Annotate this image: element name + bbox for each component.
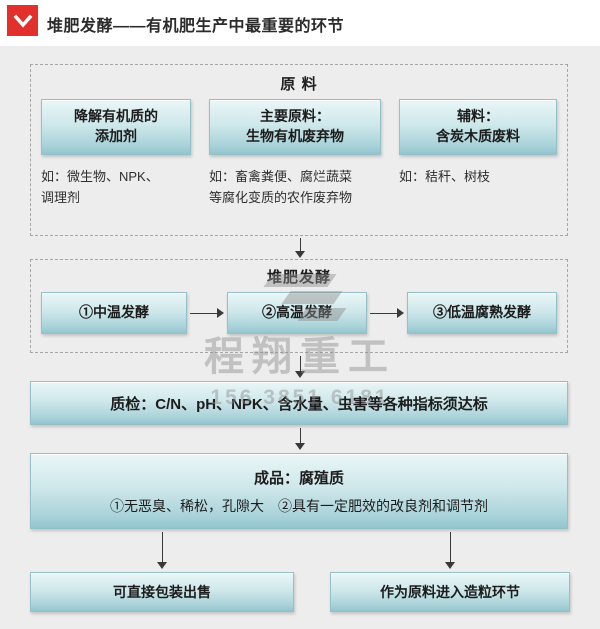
product-title: 成品：腐殖质 [253,469,344,487]
product-detail: ①无恶臭、稀松，孔隙大 ②具有一定肥效的改良剂和调节剂 [110,497,488,514]
raw-material-note: 如：畜禽粪便、腐烂蔬菜 等腐化变质的农作废弃物 [209,169,353,205]
raw-material-note: 如：秸秆、树枝 [399,169,491,184]
quality-check-label: 质检：C/N、pH、NPK、含水量、虫害等各种指标须达标 [110,395,488,413]
raw-material-box-main: 主要原料： 生物有机废弃物 [209,99,381,155]
output-box-direct-sale: 可直接包装出售 [30,572,294,612]
fermentation-step-high-temp: ②高温发酵 [227,292,367,334]
fermentation-step-medium-temp: ①中温发酵 [41,292,187,334]
raw-material-box-auxiliary: 辅料： 含炭木质废料 [399,99,557,155]
output-box-granulation: 作为原料进入造粒环节 [330,572,570,612]
quality-check-box: 质检：C/N、pH、NPK、含水量、虫害等各种指标须达标 [30,381,568,425]
chevron-down-icon [7,5,38,36]
fermentation-group: 堆肥发酵 ①中温发酵 ②高温发酵 ③低温腐熟发酵 [30,259,568,353]
arrow-down-icon [295,428,306,450]
raw-material-item: 降解有机质的 添加剂 如：微生物、NPK、 调理剂 [41,99,191,209]
arrow-down-icon [157,532,168,569]
arrow-right-icon [190,307,224,319]
raw-materials-group: 原 料 降解有机质的 添加剂 如：微生物、NPK、 调理剂 主要原料： 生物有机… [30,64,568,236]
fermentation-row: ①中温发酵 ②高温发酵 ③低温腐熟发酵 [41,292,557,334]
raw-materials-row: 降解有机质的 添加剂 如：微生物、NPK、 调理剂 主要原料： 生物有机废弃物 … [41,99,557,209]
raw-material-item: 主要原料： 生物有机废弃物 如：畜禽粪便、腐烂蔬菜 等腐化变质的农作废弃物 [209,99,381,209]
page-title: 堆肥发酵——有机肥生产中最重要的环节 [47,18,345,35]
arrow-down-icon [295,356,306,378]
arrow-down-icon [445,532,456,569]
header-bar: 堆肥发酵——有机肥生产中最重要的环节 [0,0,600,46]
arrow-down-icon [295,238,306,258]
product-box: 成品：腐殖质 ①无恶臭、稀松，孔隙大 ②具有一定肥效的改良剂和调节剂 [30,453,568,529]
fermentation-step-low-temp: ③低温腐熟发酵 [407,292,557,334]
raw-material-item: 辅料： 含炭木质废料 如：秸秆、树枝 [399,99,557,209]
arrow-right-icon [370,307,404,319]
raw-material-box-additive: 降解有机质的 添加剂 [41,99,191,155]
raw-material-note: 如：微生物、NPK、 调理剂 [41,169,159,205]
fermentation-title: 堆肥发酵 [266,269,331,286]
raw-materials-title: 原 料 [280,76,318,93]
